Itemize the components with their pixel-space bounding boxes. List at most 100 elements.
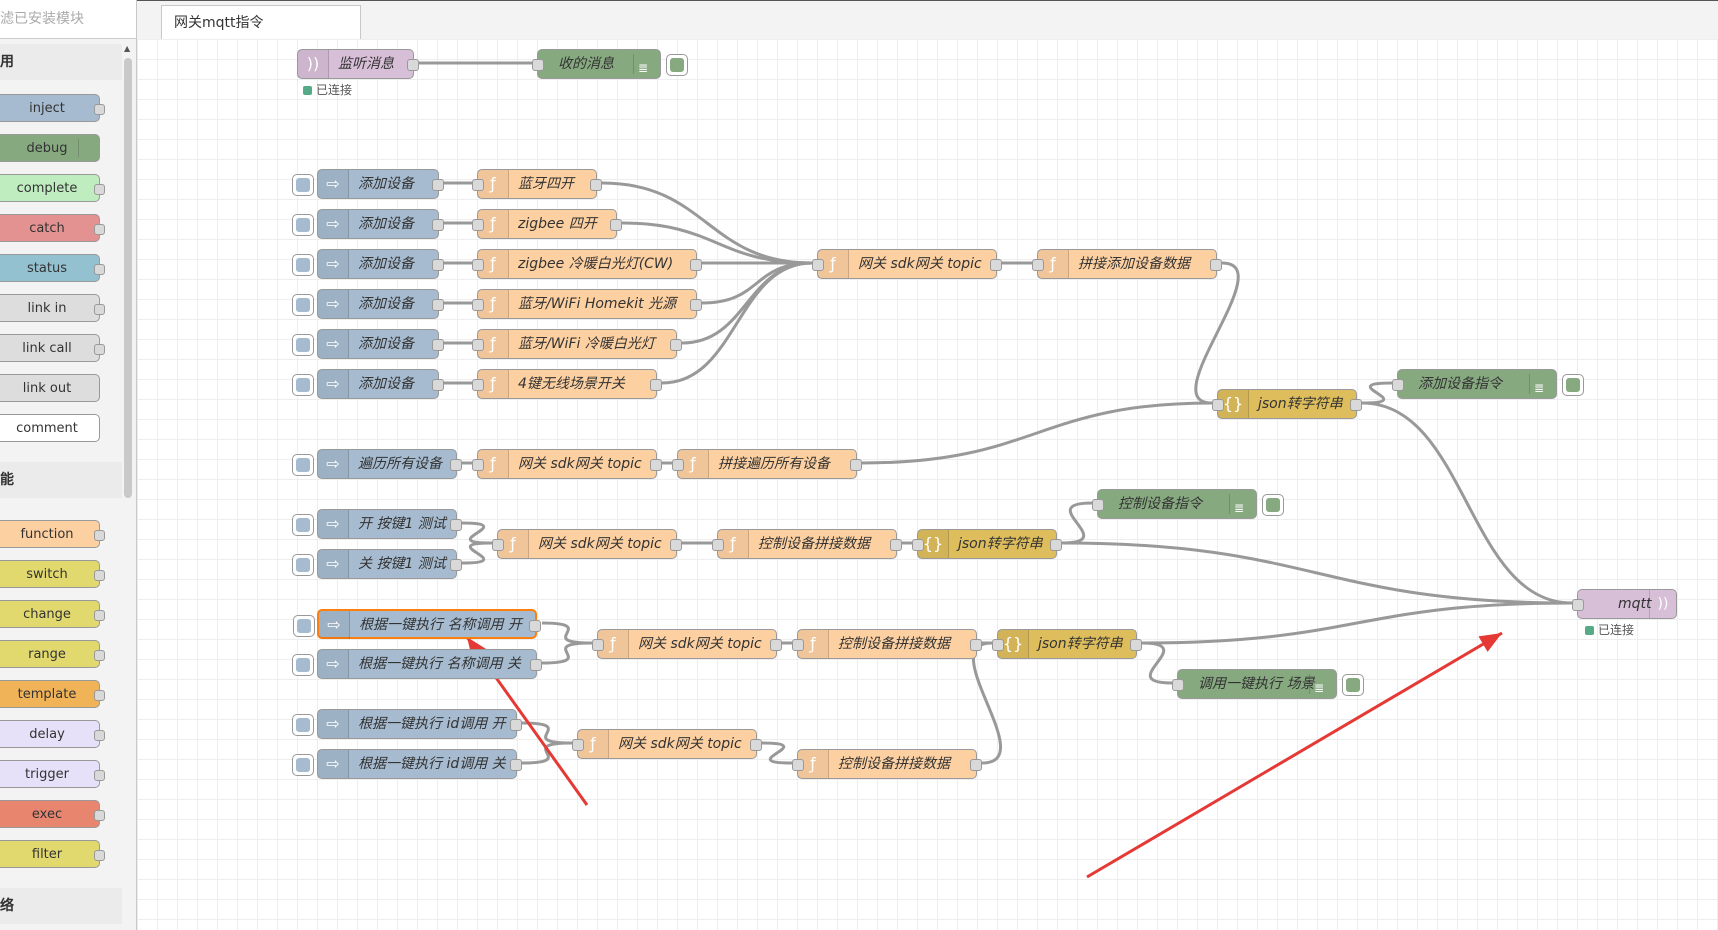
output-port[interactable] bbox=[670, 339, 682, 351]
palette-node-link-in[interactable]: link in bbox=[0, 294, 105, 322]
input-port[interactable] bbox=[1092, 499, 1104, 511]
input-port[interactable] bbox=[672, 459, 684, 471]
palette-node-change[interactable]: change bbox=[0, 600, 105, 628]
palette-node-function[interactable]: function bbox=[0, 520, 105, 548]
wire[interactable] bbox=[1361, 401, 1573, 605]
node-debug-add[interactable]: 添加设备指令≣ bbox=[1392, 369, 1584, 399]
input-port[interactable] bbox=[912, 539, 924, 551]
output-port[interactable] bbox=[432, 379, 444, 391]
input-port[interactable] bbox=[572, 739, 584, 751]
palette-node-delay[interactable]: delay bbox=[0, 720, 105, 748]
input-port[interactable] bbox=[792, 759, 804, 771]
node-debug-scene[interactable]: 调用一键执行 场景≣ bbox=[1172, 669, 1364, 699]
node-add-inject-3[interactable]: ⇨添加设备 bbox=[292, 289, 444, 319]
input-port[interactable] bbox=[812, 259, 824, 271]
palette-node-trigger[interactable]: trigger bbox=[0, 760, 105, 788]
palette-node-complete[interactable]: complete bbox=[0, 174, 105, 202]
input-port[interactable] bbox=[592, 639, 604, 651]
input-port[interactable] bbox=[472, 379, 484, 391]
palette-node-status[interactable]: status bbox=[0, 254, 105, 282]
output-port[interactable] bbox=[510, 759, 522, 771]
inject-trigger-button[interactable] bbox=[292, 374, 314, 396]
input-port[interactable] bbox=[532, 59, 544, 71]
input-port[interactable] bbox=[1572, 599, 1584, 611]
output-port[interactable] bbox=[650, 459, 662, 471]
input-port[interactable] bbox=[792, 639, 804, 651]
node-mqtt-in[interactable]: ))监听消息 bbox=[297, 49, 419, 79]
wire[interactable] bbox=[861, 401, 1213, 465]
node-debug-recv[interactable]: 收的消息≣ bbox=[532, 49, 688, 79]
input-port[interactable] bbox=[472, 339, 484, 351]
palette-node-link-call[interactable]: link call bbox=[0, 334, 105, 362]
node-json2[interactable]: {}json转字符串 bbox=[912, 529, 1062, 559]
wire[interactable] bbox=[461, 521, 493, 545]
node-trav-inject[interactable]: ⇨遍历所有设备 bbox=[292, 449, 462, 479]
wire[interactable] bbox=[701, 261, 813, 305]
debug-toggle-button[interactable] bbox=[1262, 494, 1284, 516]
node-add-inject-0[interactable]: ⇨添加设备 bbox=[292, 169, 444, 199]
output-port[interactable] bbox=[970, 759, 982, 771]
inject-trigger-button[interactable] bbox=[292, 714, 314, 736]
output-port[interactable] bbox=[432, 219, 444, 231]
output-port[interactable] bbox=[1350, 399, 1362, 411]
inject-trigger-button[interactable] bbox=[292, 214, 314, 236]
output-port[interactable] bbox=[450, 459, 462, 471]
node-mqtt-out[interactable]: mqtt)) bbox=[1572, 589, 1677, 619]
palette-node-range[interactable]: range bbox=[0, 640, 105, 668]
palette-category-network[interactable]: 网络 bbox=[0, 888, 122, 924]
output-port[interactable] bbox=[407, 59, 419, 71]
palette-node-comment[interactable]: comment bbox=[0, 414, 100, 442]
node-add-inject-1[interactable]: ⇨添加设备 bbox=[292, 209, 444, 239]
node-add-inject-4[interactable]: ⇨添加设备 bbox=[292, 329, 444, 359]
output-port[interactable] bbox=[529, 620, 541, 632]
wire[interactable] bbox=[521, 741, 573, 765]
wire[interactable] bbox=[461, 541, 493, 565]
input-port[interactable] bbox=[712, 539, 724, 551]
output-port[interactable] bbox=[690, 259, 702, 271]
output-port[interactable] bbox=[750, 739, 762, 751]
output-port[interactable] bbox=[670, 539, 682, 551]
palette-category-function[interactable]: 功能 bbox=[0, 462, 122, 498]
output-port[interactable] bbox=[432, 259, 444, 271]
palette-filter-input[interactable]: 滤已安装模块 bbox=[0, 0, 136, 39]
wire[interactable] bbox=[761, 741, 793, 765]
node-add-inject-2[interactable]: ⇨添加设备 bbox=[292, 249, 444, 279]
node-json1[interactable]: {}json转字符串 bbox=[1212, 389, 1362, 419]
output-port[interactable] bbox=[1050, 539, 1062, 551]
palette-scrollbar[interactable] bbox=[124, 58, 132, 498]
scroll-up-icon[interactable]: ▲ bbox=[124, 44, 131, 53]
node-json3[interactable]: {}json转字符串 bbox=[992, 629, 1142, 659]
inject-trigger-button[interactable] bbox=[292, 174, 314, 196]
palette-node-switch[interactable]: switch bbox=[0, 560, 105, 588]
wire[interactable] bbox=[1061, 541, 1573, 605]
palette-node-template[interactable]: template bbox=[0, 680, 105, 708]
wire[interactable] bbox=[621, 221, 813, 265]
debug-toggle-button[interactable] bbox=[1562, 374, 1584, 396]
input-port[interactable] bbox=[1392, 379, 1404, 391]
wire[interactable] bbox=[541, 621, 593, 645]
node-add-inject-5[interactable]: ⇨添加设备 bbox=[292, 369, 444, 399]
palette-node-filter[interactable]: filter bbox=[0, 840, 105, 868]
output-port[interactable] bbox=[432, 299, 444, 311]
inject-trigger-button[interactable] bbox=[292, 454, 314, 476]
input-port[interactable] bbox=[1172, 679, 1184, 691]
inject-trigger-button[interactable] bbox=[292, 254, 314, 276]
wire[interactable] bbox=[661, 261, 813, 385]
output-port[interactable] bbox=[610, 219, 622, 231]
input-port[interactable] bbox=[472, 259, 484, 271]
inject-trigger-button[interactable] bbox=[293, 615, 315, 637]
inject-trigger-button[interactable] bbox=[292, 294, 314, 316]
output-port[interactable] bbox=[1130, 639, 1142, 651]
input-port[interactable] bbox=[472, 179, 484, 191]
output-port[interactable] bbox=[770, 639, 782, 651]
input-port[interactable] bbox=[472, 219, 484, 231]
